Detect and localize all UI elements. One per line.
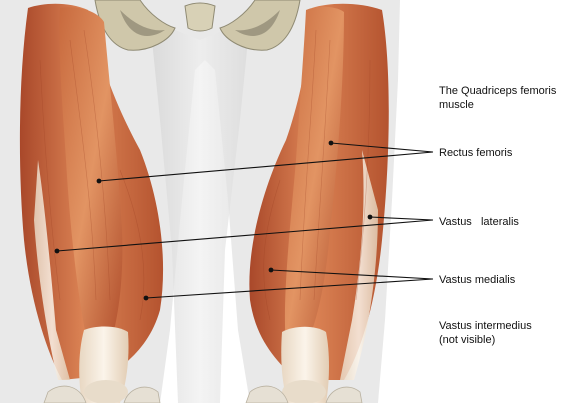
note-line-1: Vastus intermedius bbox=[439, 319, 532, 333]
title-line-2: muscle bbox=[439, 98, 556, 112]
diagram-title: The Quadriceps femoris muscle bbox=[439, 84, 556, 112]
note-line-2: (not visible) bbox=[439, 333, 532, 347]
label-vastus-medialis: Vastus medialis bbox=[439, 273, 515, 287]
label-vastus-lateralis: Vastus lateralis bbox=[439, 215, 519, 229]
vastus-intermedius-note: Vastus intermedius (not visible) bbox=[439, 319, 532, 347]
title-line-1: The Quadriceps femoris bbox=[439, 84, 556, 98]
label-rectus-femoris: Rectus femoris bbox=[439, 146, 512, 160]
